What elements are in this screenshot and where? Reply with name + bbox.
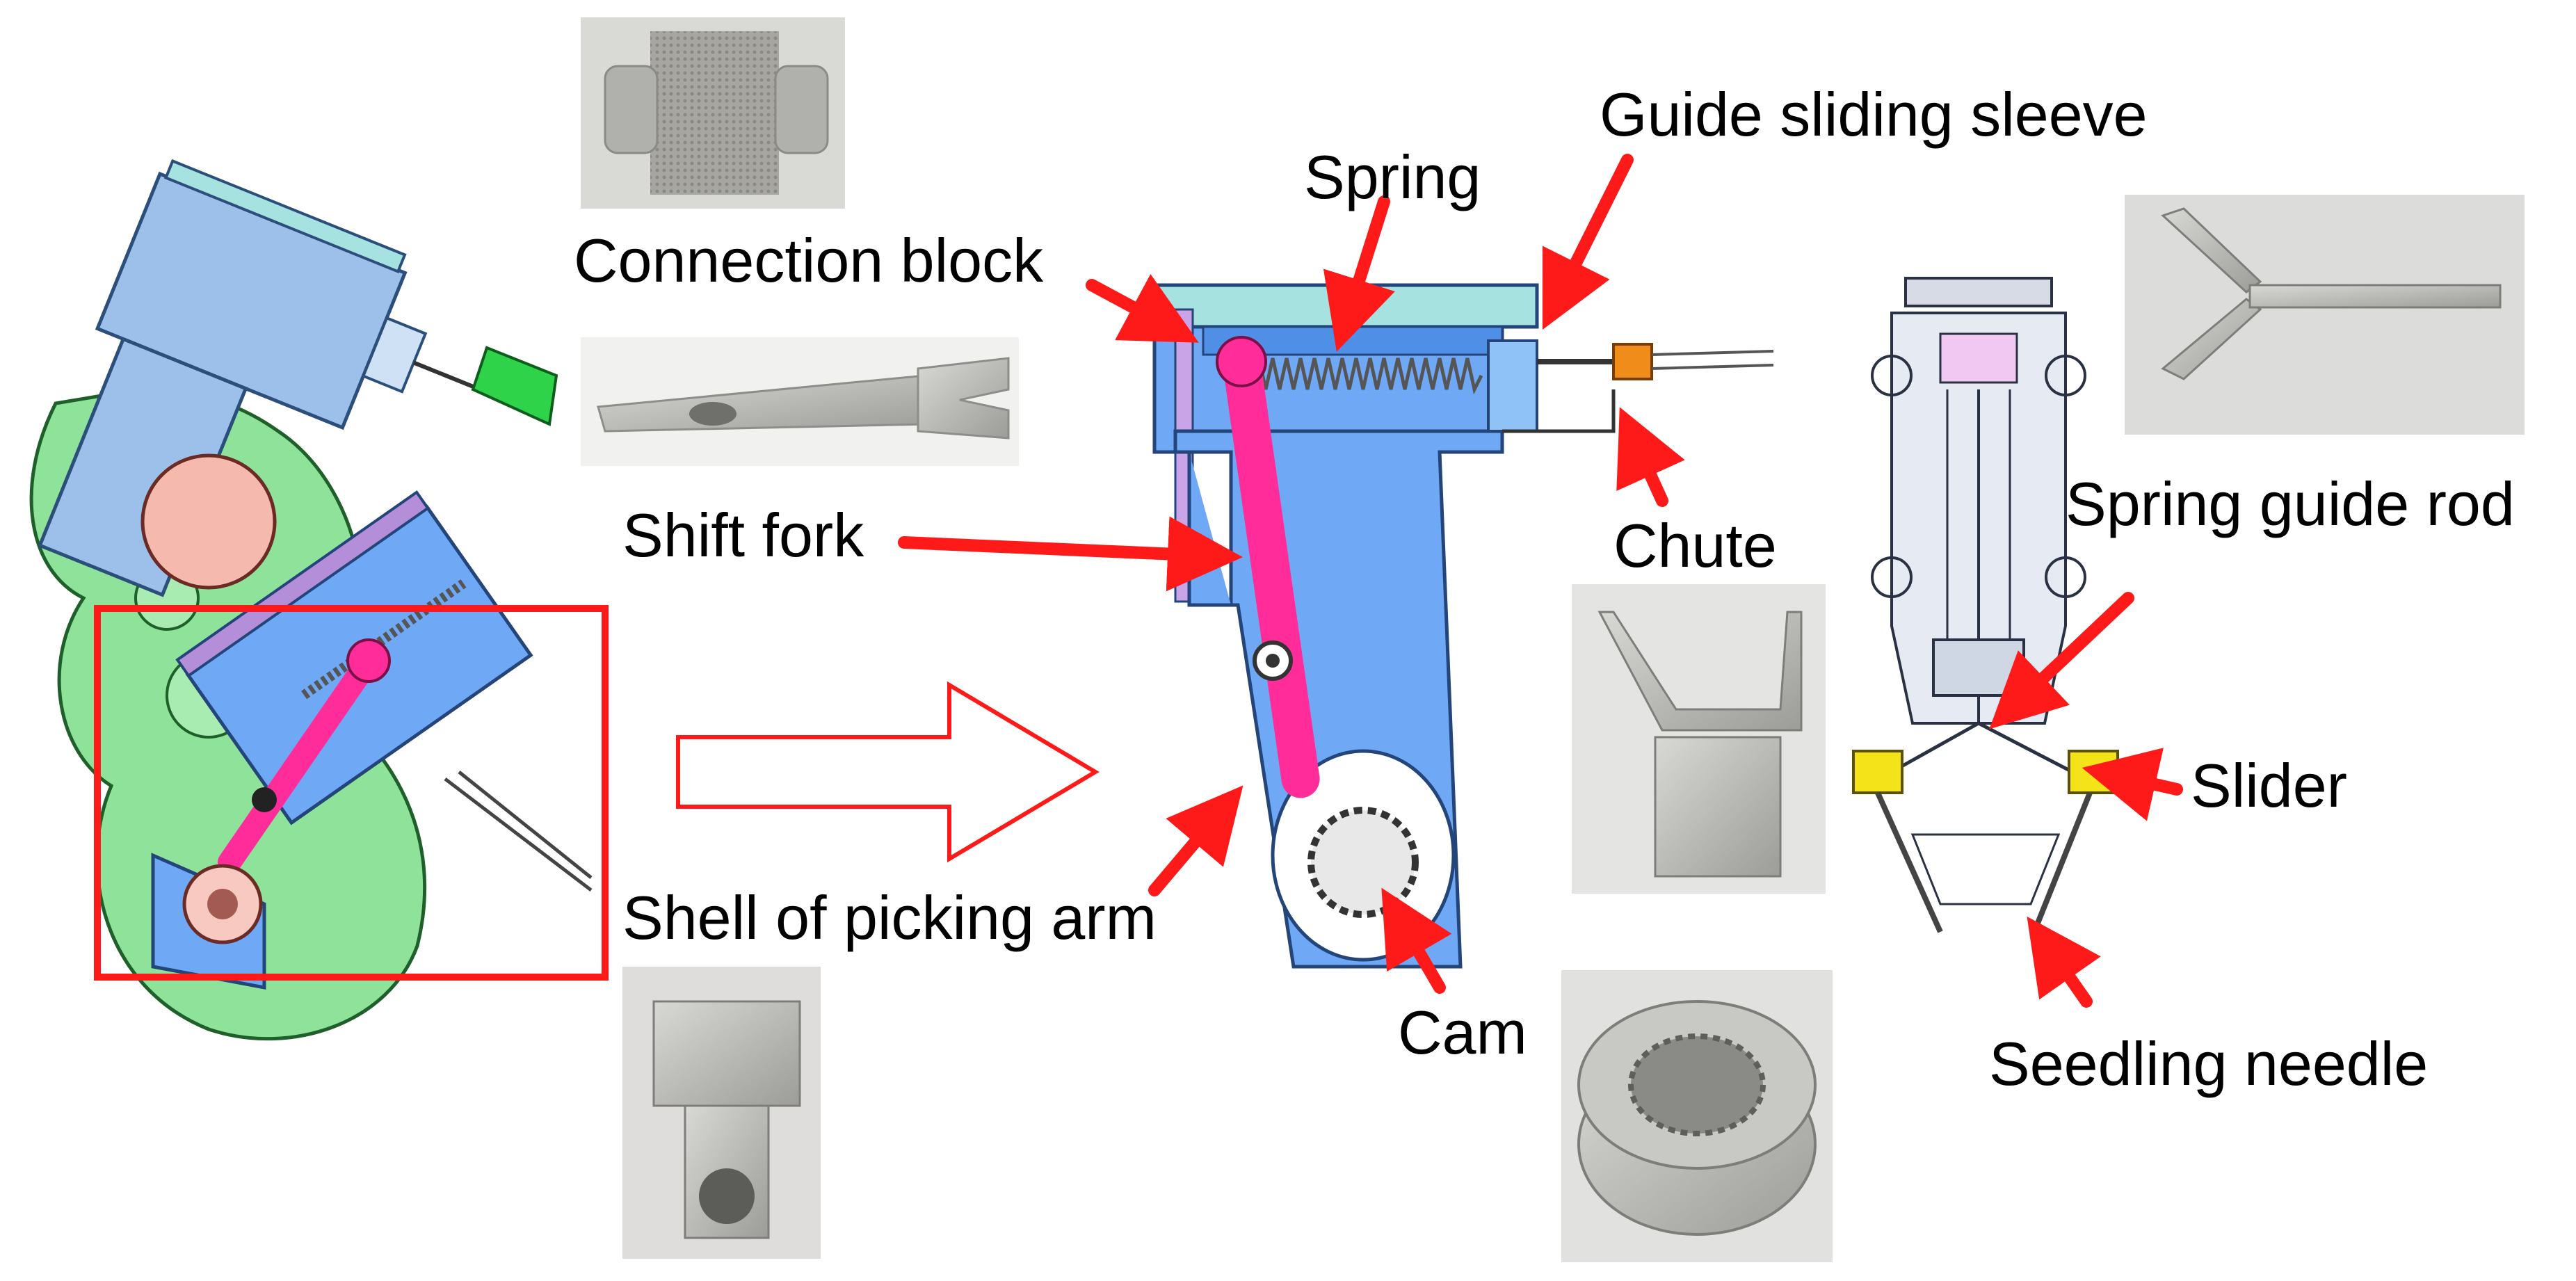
shift-fork-photo bbox=[581, 337, 1019, 466]
label-spring-guide-rod: Spring guide rod bbox=[2066, 469, 2515, 538]
arrow-shell bbox=[1148, 785, 1243, 896]
arrow-guide-sliding-sleeve bbox=[1542, 154, 1634, 330]
arrow-seedling-needle bbox=[2027, 916, 2101, 1008]
label-shift-fork: Shift fork bbox=[622, 501, 864, 570]
label-slider: Slider bbox=[2191, 751, 2347, 820]
connection-block-photo bbox=[581, 17, 845, 209]
label-chute: Chute bbox=[1613, 511, 1777, 580]
arrow-spring-guide-rod bbox=[1989, 592, 2134, 730]
arrow-cam bbox=[1381, 887, 1452, 994]
label-connection-block: Connection block bbox=[574, 226, 1044, 295]
arrow-slider bbox=[2082, 748, 2183, 821]
needle-assembly-drawing bbox=[1852, 277, 2119, 933]
highlight-frame bbox=[94, 605, 609, 981]
arrows bbox=[898, 154, 2183, 1008]
label-shell-of-picking-arm: Shell of picking arm bbox=[622, 883, 1157, 952]
arrow-connection-block bbox=[1086, 274, 1199, 343]
full-mechanism-drawing bbox=[29, 159, 609, 1041]
label-guide-sliding-sleeve: Guide sliding sleeve bbox=[1600, 80, 2148, 149]
chute-photo bbox=[1572, 584, 1826, 894]
arrow-chute bbox=[1616, 407, 1685, 507]
shell-photo bbox=[622, 967, 821, 1259]
label-seedling-needle: Seedling needle bbox=[1989, 1029, 2428, 1098]
arrow-spring bbox=[1323, 195, 1395, 352]
cam-photo bbox=[1561, 970, 1833, 1262]
label-cam: Cam bbox=[1398, 998, 1527, 1067]
spring-guide-rod-photo bbox=[2125, 195, 2525, 435]
label-spring: Spring bbox=[1304, 143, 1481, 211]
zoom-arrow-icon bbox=[676, 681, 1100, 863]
arrow-shift-fork bbox=[898, 516, 1243, 592]
